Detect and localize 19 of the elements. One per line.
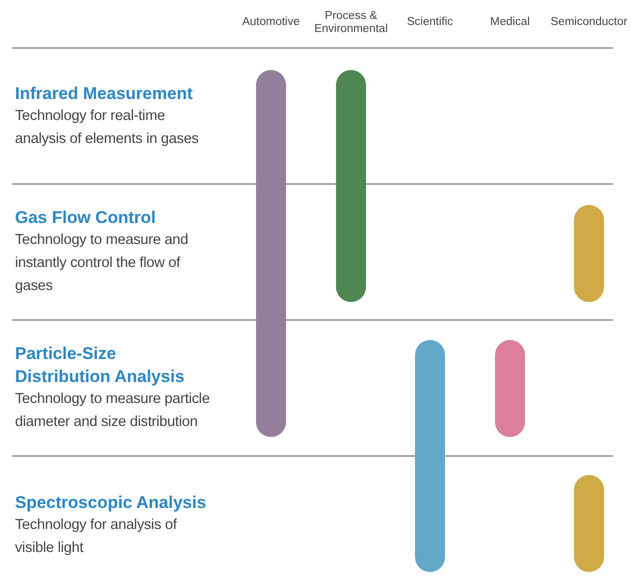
column-header: Semiconductor <box>550 16 628 29</box>
column-header: Scientific <box>406 16 454 29</box>
category-bar <box>574 205 604 302</box>
technology-description: Technology for real-time analysis of elements in gases <box>15 107 200 149</box>
category-bar <box>495 340 525 437</box>
technology-heading: Spectroscopic Analysis <box>15 492 208 514</box>
technology-heading: Particle-Size Distribution Analysis <box>15 343 186 388</box>
technology-description: Technology for analysis of visible light <box>15 516 178 558</box>
category-bar <box>256 70 286 437</box>
technology-heading: Infrared Measurement <box>15 83 194 105</box>
category-bar <box>336 70 366 302</box>
column-header: Automotive <box>241 16 301 29</box>
column-header: Medical <box>489 16 531 29</box>
category-bar <box>574 475 604 572</box>
column-header: Process & Environmental <box>313 10 389 36</box>
category-bar <box>415 340 445 572</box>
technology-heading: Gas Flow Control <box>15 207 157 229</box>
technology-description: Technology to measure particle diameter and size distribution <box>15 390 211 432</box>
technology-description: Technology to measure and instantly control the flow of gases <box>15 231 190 296</box>
